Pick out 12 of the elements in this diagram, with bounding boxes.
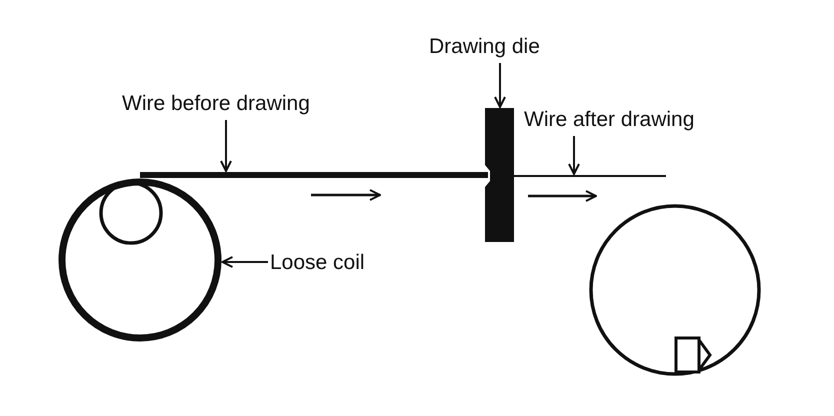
leader-arrow bbox=[221, 256, 268, 268]
leader-arrow bbox=[220, 120, 232, 172]
part-label: Wire before drawing bbox=[122, 90, 310, 118]
leader-arrow bbox=[568, 136, 580, 175]
drawing-die bbox=[485, 108, 514, 242]
wire bbox=[514, 175, 666, 177]
part-label: Loose coil bbox=[270, 249, 365, 277]
part-label: Wire after drawing bbox=[524, 106, 694, 134]
loose-coil-circle bbox=[58, 178, 222, 342]
leader-arrow bbox=[494, 63, 506, 108]
part-label: Drawing die bbox=[429, 33, 540, 61]
wire bbox=[140, 172, 488, 178]
